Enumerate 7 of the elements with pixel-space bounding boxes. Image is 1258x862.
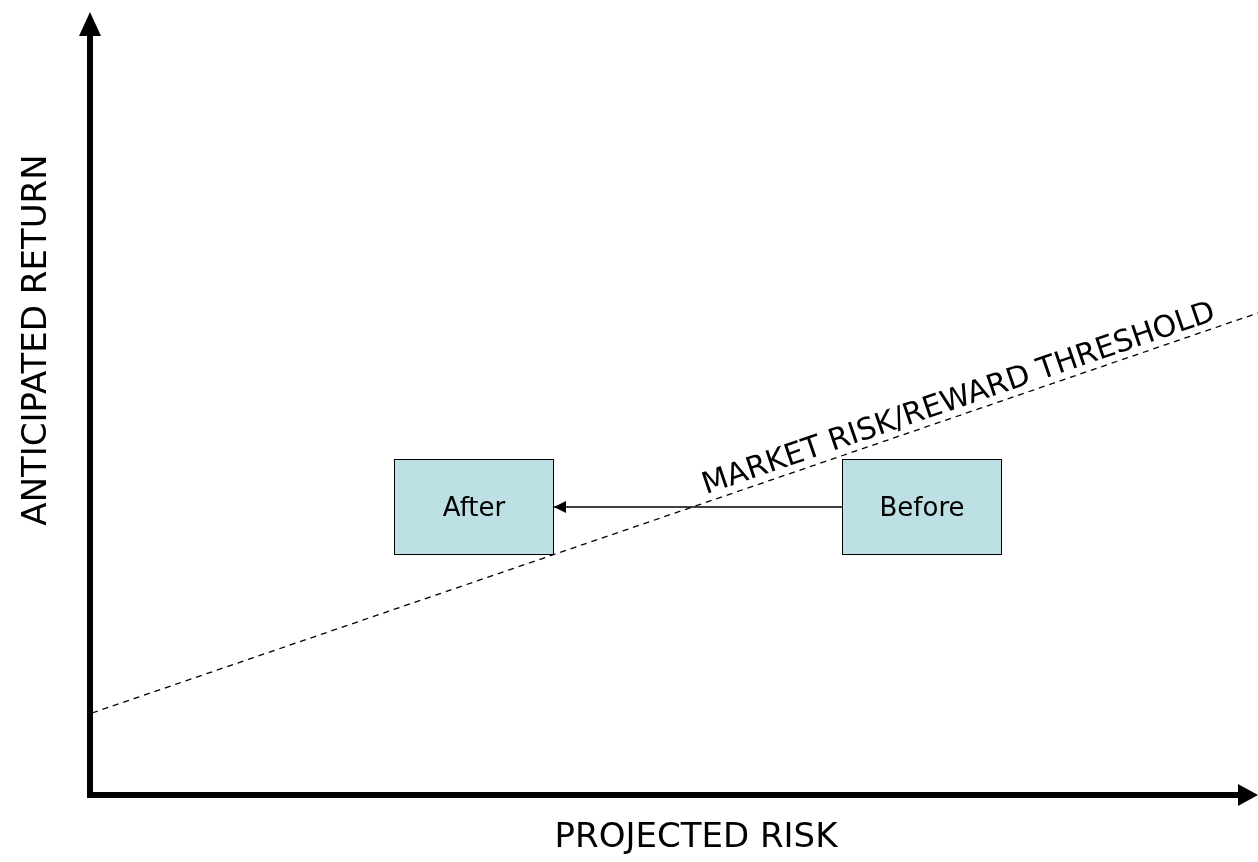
- process-box: [842, 459, 1002, 555]
- arrow: [553, 501, 843, 513]
- axis-title: PROJECTED RISK: [554, 817, 838, 855]
- process-box: [394, 459, 554, 555]
- axis-title: ANTICIPATED RETURN: [16, 154, 54, 526]
- box-label: After: [442, 492, 506, 522]
- box-label: Before: [879, 492, 965, 522]
